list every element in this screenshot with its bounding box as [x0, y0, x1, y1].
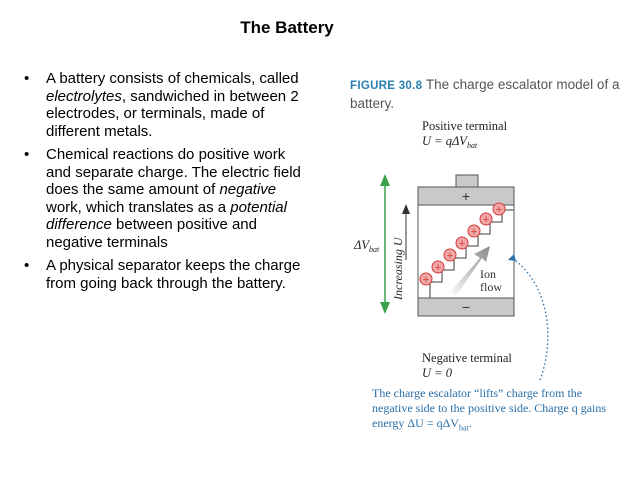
increasing-u-label: Increasing U [391, 236, 405, 301]
ion-charge-sign: + [447, 250, 453, 262]
figure-caption: FIGURE 30.8 The charge escalator model o… [350, 76, 630, 112]
battery-figure: Positive terminal U = qΔVbat + − Ion flo… [353, 119, 549, 381]
battery-cap [455, 174, 479, 188]
bullet-dot: • [24, 146, 30, 163]
slide-title: The Battery [240, 18, 334, 37]
ion-charge-sign: + [423, 274, 429, 286]
escalator-note-end: . [468, 416, 472, 430]
positive-terminal-eq: U = qΔVbat [422, 134, 478, 150]
flow-label: flow [480, 280, 502, 294]
ion-charges: + + + + + + + [419, 202, 506, 286]
ion-charge-sign: + [496, 204, 502, 216]
increasing-u-arrowhead [402, 204, 410, 214]
ion-charge [431, 260, 445, 274]
escalator-note-subscript: bat [458, 423, 469, 433]
escalator-note: The charge escalator “lifts” charge from… [372, 386, 612, 435]
bullet-item: • A battery consists of chemicals, called… [22, 70, 302, 140]
bullet-text: A battery consists of chemicals, called … [46, 70, 299, 140]
minus-sign: − [462, 299, 470, 315]
ion-charge [419, 272, 433, 286]
ion-charge [467, 224, 481, 238]
figure-caption-text: The charge escalator model of a battery. [350, 77, 620, 111]
positive-terminal-label: Positive terminal [422, 119, 508, 133]
negative-plate [417, 297, 515, 317]
bullet-dot: • [24, 257, 30, 274]
ion-charge-sign: + [459, 238, 465, 250]
bullet-text: A physical separator keeps the charge fr… [46, 257, 301, 292]
ion-charge [443, 248, 457, 262]
ion-flow-arrow [450, 246, 490, 296]
negative-terminal-label: Negative terminal [422, 351, 512, 365]
ion-charge [479, 212, 493, 226]
plus-sign: + [462, 188, 470, 204]
delta-v-arrowhead-top [380, 174, 390, 186]
bullet-list: • A battery consists of chemicals, called… [22, 70, 302, 298]
bullet-item: • A physical separator keeps the charge f… [22, 257, 302, 292]
escalator-note-text: The charge escalator “lifts” charge from… [372, 386, 607, 430]
escalator-pointer-arrowhead [508, 254, 516, 261]
bullet-item: • Chemical reactions do positive work and… [22, 146, 302, 251]
delta-v-arrowhead-bottom [380, 302, 390, 314]
bullet-dot: • [24, 70, 30, 87]
negative-terminal-eq: U = 0 [422, 366, 453, 380]
ion-charge-sign: + [435, 262, 441, 274]
bullet-text: Chemical reactions do positive work and … [46, 146, 301, 251]
ion-charge-sign: + [483, 214, 489, 226]
figure-number: FIGURE 30.8 [350, 80, 423, 92]
ion-label: Ion [480, 267, 496, 281]
escalator-pointer-line [511, 257, 549, 381]
delta-v-label: ΔVbat [353, 238, 380, 254]
ion-charge [455, 236, 469, 250]
ion-charge [492, 202, 506, 216]
ion-charge-sign: + [471, 226, 477, 238]
